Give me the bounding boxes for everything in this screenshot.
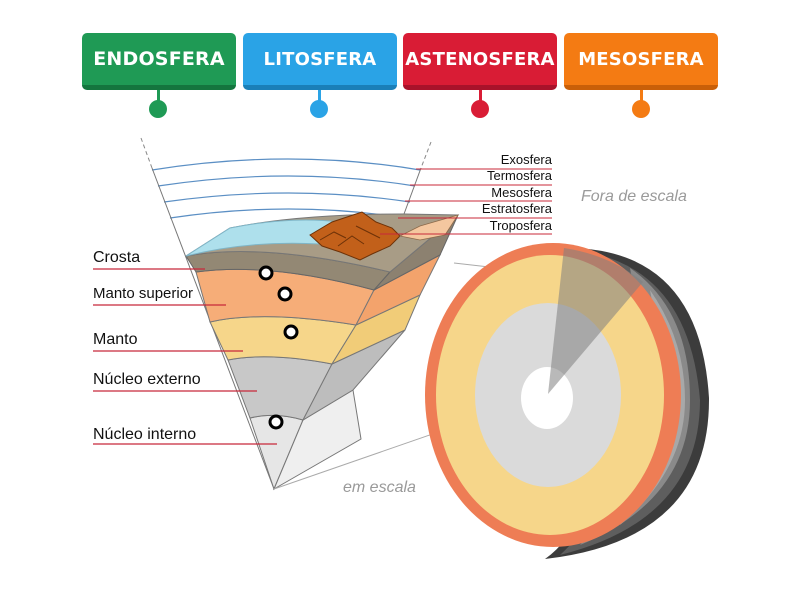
label-manto-superior: Manto superior bbox=[93, 285, 194, 302]
sphere-inner-core bbox=[521, 367, 573, 429]
hotspot-1 bbox=[258, 265, 274, 281]
label-estratosfera: Estratosfera bbox=[481, 201, 552, 216]
tile-mesosfera[interactable]: MESOSFERA bbox=[564, 33, 718, 90]
tile-litosfera[interactable]: LITOSFERA bbox=[243, 33, 397, 90]
pin-endosfera[interactable] bbox=[149, 100, 167, 118]
label-exosfera: Exosfera bbox=[500, 152, 552, 167]
hotspots bbox=[258, 265, 299, 430]
note-em-escala: em escala bbox=[343, 479, 416, 496]
pin-astenosfera[interactable] bbox=[471, 100, 489, 118]
atmosphere-label-lines bbox=[380, 168, 552, 235]
atmosphere-arcs bbox=[151, 158, 421, 219]
hotspot-2 bbox=[277, 286, 293, 302]
hotspot-4 bbox=[268, 414, 284, 430]
pin-mesosfera[interactable] bbox=[632, 100, 650, 118]
pin-stem-astenosfera bbox=[479, 90, 482, 104]
tile-astenosfera[interactable]: ASTENOSFERA bbox=[403, 33, 557, 90]
label-nucleo-externo: Núcleo externo bbox=[93, 371, 201, 388]
tile-endosfera[interactable]: ENDOSFERA bbox=[82, 33, 236, 90]
note-fora-de-escala: Fora de escala bbox=[581, 188, 687, 205]
pin-litosfera[interactable] bbox=[310, 100, 328, 118]
label-termosfera: Termosfera bbox=[486, 168, 552, 183]
pin-stem-endosfera bbox=[157, 90, 160, 104]
sphere-wedge-cut bbox=[548, 248, 643, 394]
label-manto: Manto bbox=[93, 331, 138, 348]
label-mesosfera: Mesosfera bbox=[491, 185, 552, 200]
earth-sphere bbox=[425, 243, 710, 559]
label-crosta: Crosta bbox=[93, 249, 141, 266]
pin-stem-mesosfera bbox=[640, 90, 643, 104]
mantle-front bbox=[209, 316, 357, 365]
left-label-lines bbox=[93, 268, 277, 445]
label-nucleo-interno: Núcleo interno bbox=[93, 426, 197, 443]
pin-stem-litosfera bbox=[318, 90, 321, 104]
label-troposfera: Troposfera bbox=[489, 218, 552, 233]
hotspot-3 bbox=[283, 324, 299, 340]
